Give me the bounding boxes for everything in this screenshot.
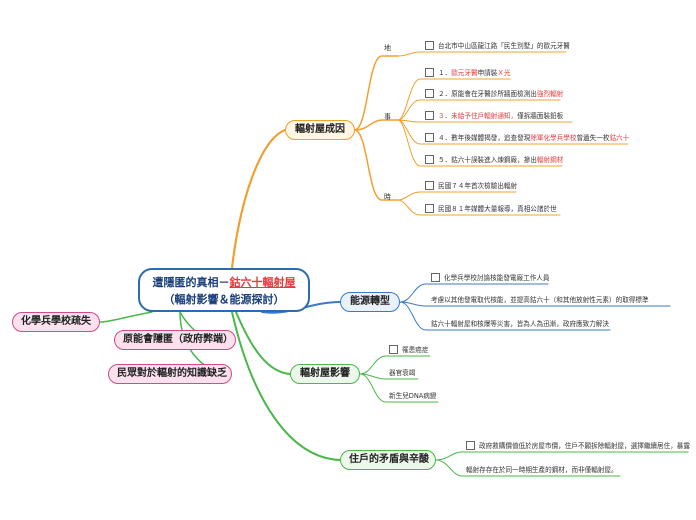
label-event: 事 <box>384 113 391 121</box>
branch-effects[interactable]: 輻射屋影響 <box>290 364 360 384</box>
leaf-text: 化學兵學校討論核能發電廠工作人員 <box>444 274 550 282</box>
central-subtitle: （輻射影響＆能源探討） <box>163 293 285 306</box>
checkbox-icon[interactable] <box>389 344 398 354</box>
residents-item-2[interactable]: 輻射存存在於同一時期生產的鋼材，而非僅輻射屋。 <box>466 464 618 476</box>
branch-nuclear-policy-label: 原能會隱匿（政府弊端） <box>123 334 233 345</box>
causes-place-item[interactable]: 台北市中山區龍江路「民生別墅」的歐元牙醫 <box>425 40 570 52</box>
leaf-highlight: ３．未給予住戶輻射通知， <box>438 112 518 120</box>
leaf-highlight: Ｘ光 <box>497 69 511 77</box>
checkbox-icon[interactable] <box>425 180 434 190</box>
leaf-text: 考慮以其他發電取代核能，並提高鈷六十（和其他放射性元素）的取得標準 <box>431 296 649 304</box>
leaf-text: 新生兒DNA病變 <box>389 392 437 400</box>
link-causes-time <box>354 129 399 201</box>
checkbox-icon[interactable] <box>431 272 440 282</box>
leaf-text: 台北市中山區龍江路「民生別墅」的歐元牙醫 <box>438 42 570 50</box>
checkbox-icon[interactable] <box>425 110 434 120</box>
branch-energy[interactable]: 能源轉型 <box>340 292 400 312</box>
energy-item-2[interactable]: 考慮以其他發電取代核能，並提高鈷六十（和其他放射性元素）的取得標準 <box>431 294 649 306</box>
checkbox-icon[interactable] <box>466 440 475 450</box>
central-title-prefix: 遭隱匿的真相－ <box>152 276 230 289</box>
leaf-text: 罹患癌症 <box>402 346 429 354</box>
residents-item-1[interactable]: 政府救購價值低於房屋市價，住戶不願拆除輻射屋，選擇繼續居住，暴露 <box>466 440 690 452</box>
leaf-highlight: 鈷六十 <box>609 134 630 142</box>
link-causes-event <box>354 119 399 131</box>
branch-energy-label: 能源轉型 <box>350 296 390 307</box>
causes-time-item-1[interactable]: 民國７４年首次檢驗出輻射 <box>425 180 517 192</box>
link-causes-place <box>354 55 399 131</box>
leaf-text: 輻射存存在於同一時期生產的鋼材，而非僅輻射屋。 <box>466 466 618 474</box>
branch-public-knowledge[interactable]: 民眾對於輻射的知識缺乏 <box>108 364 232 384</box>
leaf-text: ４．數年後媒體揭發，追查發現 <box>438 134 531 142</box>
link-residents <box>231 311 341 461</box>
branch-effects-label: 輻射屋影響 <box>300 368 350 379</box>
effects-item-2[interactable]: 器官衰竭 <box>389 367 415 379</box>
leaf-text: 申請裝 <box>477 69 498 77</box>
leaf-text: ２．原能會在牙醫診所牆面檢測出 <box>438 90 537 98</box>
leaf-text: 器官衰竭 <box>389 369 416 377</box>
leaf-text: 政府救購價值低於房屋市價，住戶不願拆除輻射屋，選擇繼續居住，暴露 <box>479 442 690 450</box>
causes-event-item-2[interactable]: ２．原能會在牙醫診所牆面檢測出強烈輻射 <box>425 88 563 100</box>
label-time: 時 <box>384 193 391 201</box>
branch-residents[interactable]: 住戶的矛盾與辛酸 <box>340 450 436 470</box>
energy-item-3[interactable]: 鈷六十輻射屋和核爆等災害，皆為人為迅漸，政府應致力解決 <box>431 318 609 330</box>
effects-item-1[interactable]: 罹患癌症 <box>389 344 428 356</box>
causes-event-item-3[interactable]: ３．未給予住戶輻射通知，僅拆牆面裝鉛板 <box>425 110 563 122</box>
branch-causes-label: 輻射屋成因 <box>295 124 345 135</box>
leaf-text: １． <box>438 69 452 77</box>
effects-item-3[interactable]: 新生兒DNA病變 <box>389 390 437 402</box>
branch-chem-corps-label: 化學兵學校疏失 <box>21 316 91 327</box>
link-chem-corps <box>99 311 153 323</box>
branch-causes[interactable]: 輻射屋成因 <box>285 120 355 140</box>
checkbox-icon[interactable] <box>425 40 434 50</box>
causes-event-item-1[interactable]: １．歐元牙醫申請裝Ｘ光 <box>425 67 511 79</box>
checkbox-icon[interactable] <box>425 154 434 164</box>
branch-nuclear-policy[interactable]: 原能會隱匿（政府弊端） <box>114 330 236 350</box>
leaf-text: 民國８１年媒體大量報導，真相公諸於世 <box>438 205 557 213</box>
central-topic[interactable]: 遭隱匿的真相－鈷六十輻射屋 （輻射影響＆能源探討） <box>138 268 310 312</box>
leaf-text: ５．鈷六十誤裝進入煉鋼廠，摻出 <box>438 156 537 164</box>
leaf-text: 鈷六十輻射屋和核爆等災害，皆為人為迅漸，政府應致力解決 <box>431 320 610 328</box>
branch-residents-label: 住戶的矛盾與辛酸 <box>349 454 429 465</box>
checkbox-icon[interactable] <box>425 67 434 77</box>
causes-event-item-5[interactable]: ５．鈷六十誤裝進入煉鋼廠，摻出輻射鋼材 <box>425 154 563 166</box>
checkbox-icon[interactable] <box>425 132 434 142</box>
checkbox-icon[interactable] <box>425 88 434 98</box>
branch-public-knowledge-label: 民眾對於輻射的知識缺乏 <box>117 368 227 379</box>
branch-chem-corps[interactable]: 化學兵學校疏失 <box>12 312 100 332</box>
central-title-highlight: 鈷六十輻射屋 <box>229 276 296 289</box>
label-place: 地 <box>384 44 391 52</box>
leaf-text: 僅拆牆面裝鉛板 <box>517 112 564 120</box>
leaf-highlight: 除軍化學兵學校 <box>530 134 577 142</box>
leaf-highlight: 輻射鋼材 <box>536 156 564 164</box>
causes-time-item-2[interactable]: 民國８１年媒體大量報導，真相公諸於世 <box>425 203 557 215</box>
link-effects <box>235 311 291 375</box>
leaf-highlight: 歐元牙醫 <box>451 69 478 77</box>
checkbox-icon[interactable] <box>425 203 434 213</box>
causes-event-item-4[interactable]: ４．數年後媒體揭發，追查發現除軍化學兵學校曾遺失一枚鈷六十 <box>425 132 629 144</box>
leaf-highlight: 強烈輻射 <box>536 90 564 98</box>
leaf-text: 曾遺失一枚 <box>576 134 610 142</box>
leaf-text: 民國７４年首次檢驗出輻射 <box>438 182 518 190</box>
energy-item-1[interactable]: 化學兵學校討論核能發電廠工作人員 <box>431 272 550 284</box>
link-causes <box>230 128 287 270</box>
